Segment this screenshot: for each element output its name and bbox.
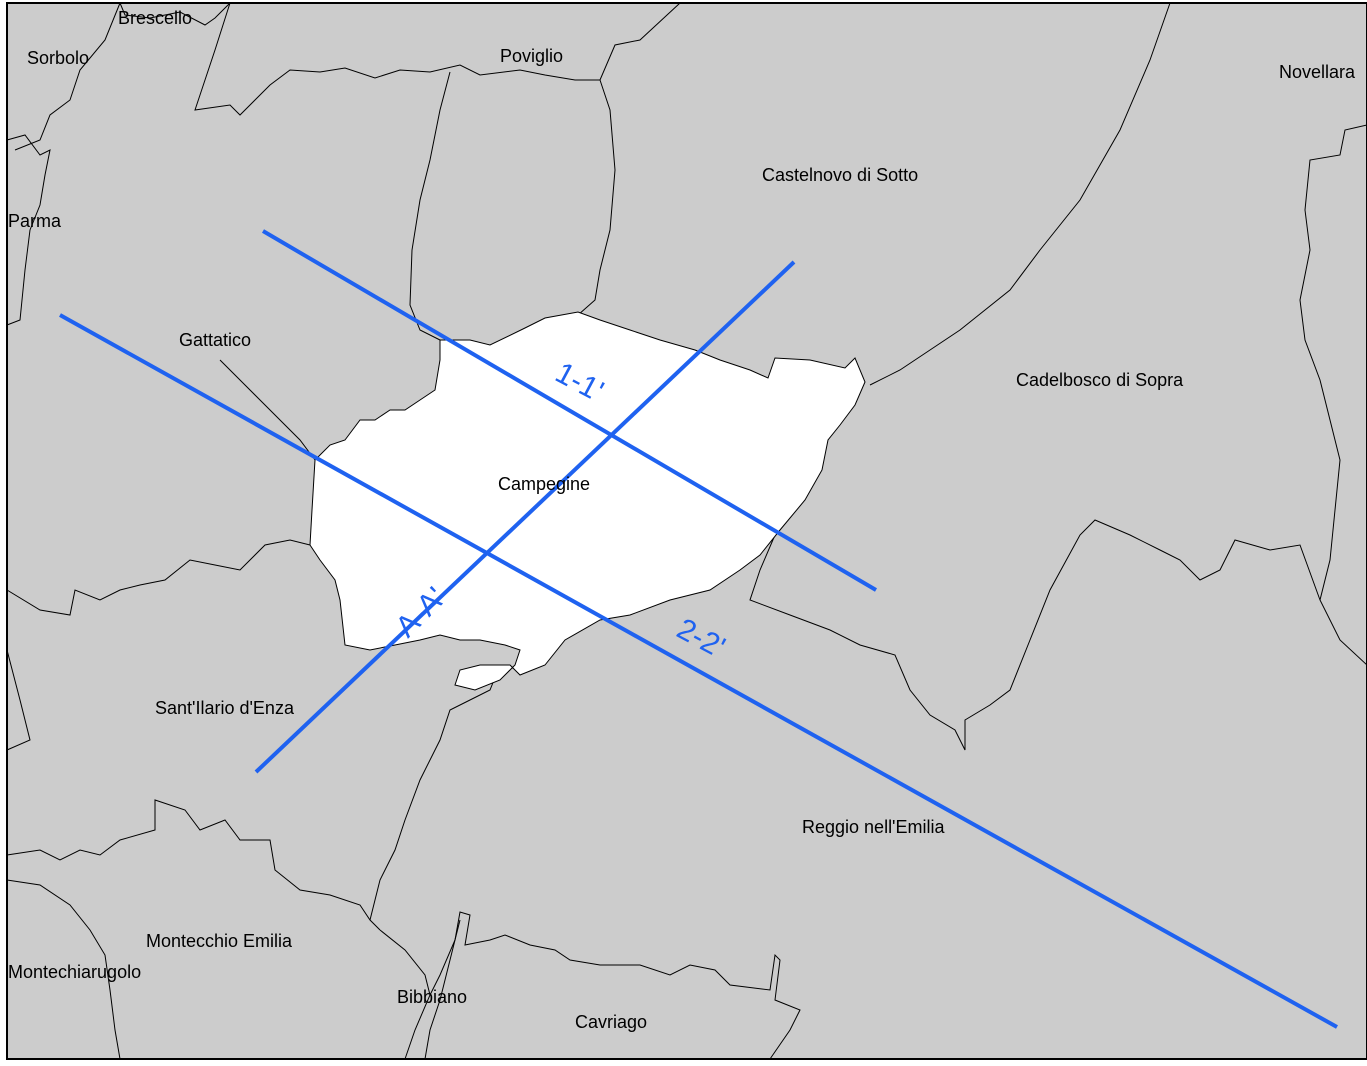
boundary-castelnovo-cadelbosco [869,2,1171,386]
boundary-gattatico-west [219,359,316,461]
boundary-poviglio-castelnovo [577,79,616,316]
map-frame [6,2,1367,1060]
boundary-novellara [1299,124,1367,666]
label-sorbolo: Sorbolo [27,48,89,68]
label-novellara: Novellara [1279,62,1356,82]
municipal-boundaries [6,2,1367,1060]
label-montecchio: Montecchio Emilia [146,931,293,951]
label-cavriago: Cavriago [575,1012,647,1032]
boundary-brescello [119,2,231,26]
place-labels: Brescello Sorbolo Poviglio Novellara Cas… [8,8,1356,1032]
boundary-parma-north [6,134,51,326]
label-gattatico: Gattatico [179,330,251,350]
boundary-cadelbosco-reggio [749,519,1321,751]
label-poviglio: Poviglio [500,46,563,66]
boundary-montechiarugolo [6,879,121,1060]
label-bibbiano: Bibbiano [397,987,467,1007]
label-parma: Parma [8,211,62,231]
boundary-santilario-montecchio [6,799,381,931]
section-line-a-a [254,260,796,774]
label-cadelbosco: Cadelbosco di Sopra [1016,370,1184,390]
section-line-1-1 [261,229,878,592]
boundary-sorbolo-poviglio [194,2,681,116]
label-campegine: Campegine [498,474,590,494]
boundary-parma-santilario [6,649,31,751]
campegine-area [309,311,866,691]
label-santilario: Sant'Ilario d'Enza [155,698,295,718]
boundary-sorbolo-east [14,2,121,151]
section-line-2-2 [59,313,1338,1029]
section-lines [59,229,1338,1029]
label-montechiarugolo: Montechiarugolo [8,962,141,982]
boundary-gattatico-north [409,71,451,341]
label-reggio: Reggio nell'Emilia [802,817,945,837]
label-castelnovo: Castelnovo di Sotto [762,165,918,185]
boundary-bibbiano [379,929,431,1060]
boundary-bibbiano-cavriago [424,919,461,1060]
boundary-bibbiano-reggio [429,911,801,1060]
label-brescello: Brescello [118,8,192,28]
boundary-gattatico-santilario [6,539,311,616]
boundary-santilario-reggio [369,664,501,921]
